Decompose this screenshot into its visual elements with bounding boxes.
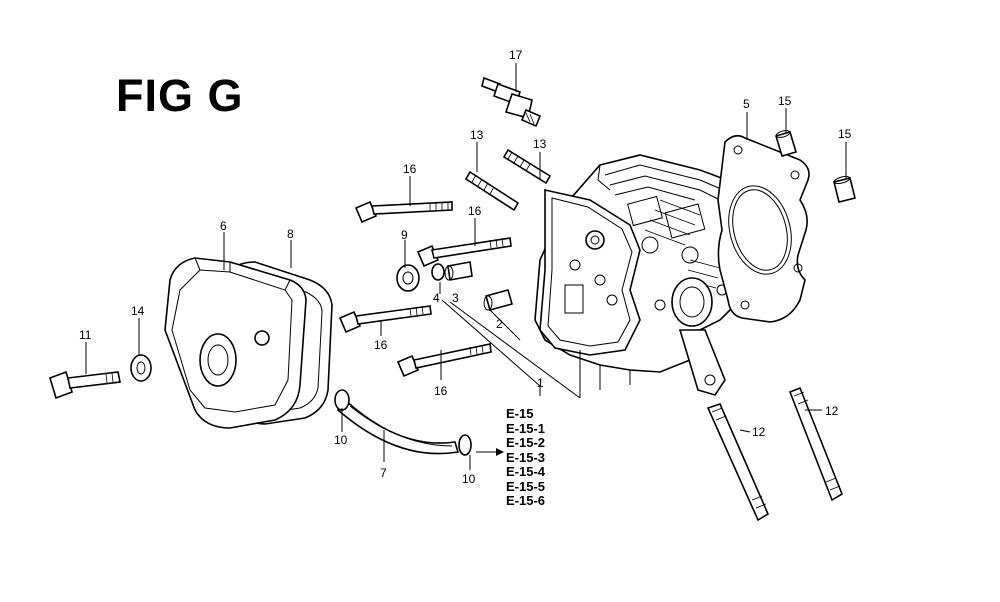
callout-10-left: 10 [334,433,348,447]
cylinder-stud-right [788,386,843,502]
cover-washer [130,354,152,382]
callout-16-lower-mid: 16 [374,338,388,352]
callout-16-top: 16 [403,162,417,176]
callout-15-upper: 15 [778,94,792,108]
reference-item[interactable]: E-15-1 [506,420,546,436]
callout-1: 1 [537,376,544,390]
breather-tube [336,398,460,455]
callout-15-right: 15 [838,127,852,141]
reference-item[interactable]: E-15-2 [506,435,546,450]
valve-spring-cap [444,261,473,281]
callout-16-upper-mid: 16 [468,204,482,218]
tube-clamp-left [334,389,350,411]
callout-12-left: 12 [752,425,766,439]
figure-title: FIG G [116,70,244,121]
rocker-cover [164,257,307,429]
callout-14: 14 [131,304,145,318]
leader-lines [85,63,847,470]
head-gasket [717,134,810,323]
bolt-16-lower-mid [338,305,432,334]
callout-3: 3 [452,291,459,305]
bolt-16-upper-mid [416,237,512,268]
stud-bolt-upper [502,148,552,185]
callout-5: 5 [743,97,750,111]
callout-16-bottom: 16 [434,384,448,398]
bolt-16-bottom [396,343,492,378]
callout-11: 11 [79,328,92,342]
reference-item[interactable]: E-15-4 [506,464,546,479]
rocker-cover-gasket [539,189,641,356]
callout-13-right: 13 [533,137,547,151]
callout-labels: 17 5 15 15 13 13 16 16 16 16 9 4 3 2 1 6… [79,48,852,486]
sealing-washer [396,264,420,292]
callout-8: 8 [287,227,294,241]
reference-item[interactable]: E-15-5 [506,478,546,494]
dowel-pin-right [833,175,856,203]
reference-list: E-15 E-15-1 E-15-2 E-15-3 E-15-4 E-15-5 … [506,406,546,509]
callout-12-right: 12 [825,404,839,418]
dowel-pin-upper [775,130,797,157]
callout-10-right: 10 [462,472,476,486]
stud-bolt-lower [464,170,520,212]
tube-clamp-right [458,434,472,456]
cover-bolt [49,370,121,400]
callout-9: 9 [401,228,408,242]
cylinder-stud-left [706,403,770,522]
bolt-16-top [354,200,453,224]
callout-6: 6 [220,219,227,233]
valve-lifter-collet [431,263,445,281]
callout-4: 4 [433,291,440,305]
reference-item[interactable]: E-15-3 [506,449,546,465]
reference-item[interactable]: E-15 [506,406,534,421]
callout-13-left: 13 [470,128,484,142]
spark-plug [481,76,542,128]
callout-2: 2 [496,317,503,331]
push-rod-guide [483,289,513,311]
callout-17: 17 [509,48,523,62]
reference-item[interactable]: E-15-6 [506,493,546,508]
callout-7: 7 [380,466,387,480]
